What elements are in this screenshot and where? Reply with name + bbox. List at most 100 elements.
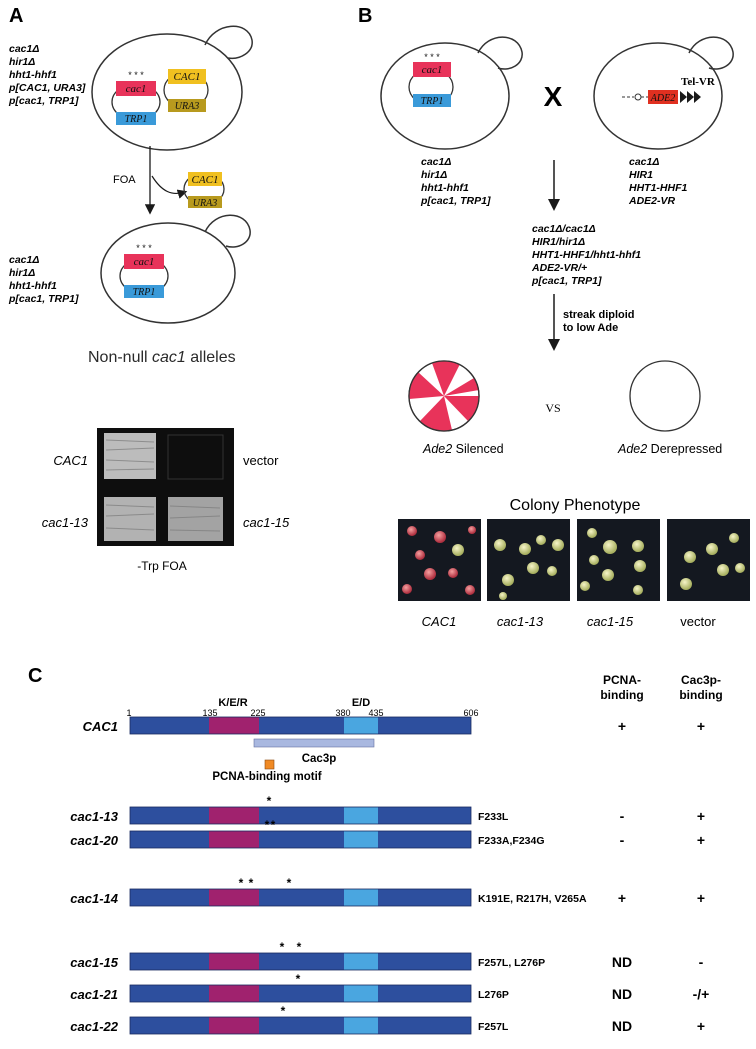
mutation-list: L276P	[478, 989, 509, 1001]
ker-domain	[209, 889, 259, 906]
allele-name: CAC1	[83, 719, 118, 734]
cac3p-bar	[253, 738, 375, 748]
plasmid-cac1-trp1-a1: cac1 * * * TRP1	[111, 70, 161, 125]
svg-text:p[cac1, TRP1]: p[cac1, TRP1]	[8, 293, 79, 305]
mutation-star: *	[296, 972, 301, 986]
svg-text:p[cac1, TRP1]: p[cac1, TRP1]	[420, 195, 491, 207]
cac3-binding-value: +	[697, 718, 705, 734]
pcna-motif-label: PCNA-binding motif	[212, 771, 321, 783]
protein-bar	[130, 953, 471, 970]
svg-text:binding: binding	[600, 688, 643, 702]
colony-photo-cac1-15	[577, 519, 660, 601]
ed-domain	[344, 889, 378, 906]
pcna-motif-box	[264, 759, 275, 770]
ker-domain	[209, 1017, 259, 1034]
svg-text:HHT1-HHF1/hht1-hhf1: HHT1-HHF1/hht1-hhf1	[532, 249, 641, 261]
protein-bar	[130, 717, 471, 734]
pcna-binding-value: -	[620, 808, 625, 824]
panel-a-label: A	[9, 5, 23, 27]
plate-label-br: cac1-15	[243, 515, 290, 530]
svg-text:URA3: URA3	[193, 198, 217, 209]
colony-photo-CAC1	[398, 519, 481, 601]
plate-label-tl: CAC1	[53, 453, 88, 468]
allele-name: cac1-13	[70, 809, 118, 824]
mutation-star: *	[271, 818, 276, 832]
svg-text:TRP1: TRP1	[125, 114, 148, 125]
curl-arrow	[151, 175, 188, 199]
colony-phenotype-title: Colony Phenotype	[510, 497, 641, 514]
allele-name: cac1-20	[70, 833, 118, 848]
mutation-star: *	[267, 794, 272, 808]
tel-vr-label: Tel-VR	[681, 76, 716, 88]
cac3-binding-value: +	[697, 808, 705, 824]
svg-text:binding: binding	[679, 688, 722, 702]
lost-plasmid: CAC1 URA3	[183, 172, 225, 209]
silenced-label: Ade2 Silenced	[422, 442, 504, 456]
ker-domain	[209, 831, 259, 848]
protein-bar-outline	[129, 888, 472, 907]
svg-text:hir1Δ: hir1Δ	[421, 169, 447, 181]
svg-text:hir1Δ: hir1Δ	[9, 267, 35, 279]
ker-label: K/E/R	[218, 697, 247, 709]
ed-label: E/D	[352, 697, 370, 709]
derepressed-colony	[629, 360, 701, 432]
ed-domain	[344, 1017, 378, 1034]
streak-label-1: streak diploid	[563, 309, 635, 321]
panel-b-label: B	[358, 5, 372, 27]
plasmid-cac1-trp1-a2: cac1 * * * TRP1	[119, 243, 169, 298]
cac3p-label: Cac3p	[302, 753, 337, 765]
cac3-binding-value: +	[697, 832, 705, 848]
mutation-star: *	[239, 876, 244, 890]
svg-text:PCNA-: PCNA-	[603, 673, 641, 687]
derepressed-label: Ade2 Derepressed	[617, 442, 722, 456]
allele-name: cac1-14	[70, 891, 118, 906]
mutation-star: *	[287, 876, 292, 890]
svg-text:hht1-hhf1: hht1-hhf1	[9, 69, 57, 81]
ker-domain	[209, 985, 259, 1002]
panel-c-label: C	[28, 665, 42, 687]
position-ticks: 1 135 225 380 435 606	[126, 708, 478, 718]
cell-a2	[100, 214, 251, 324]
colony-label-2: cac1-15	[587, 614, 634, 629]
ker-domain	[209, 807, 259, 824]
svg-text:ADE2-VR: ADE2-VR	[628, 195, 676, 207]
svg-text:135: 135	[202, 708, 217, 718]
colony-label-0: CAC1	[422, 614, 457, 629]
mutation-list: K191E, R217H, V265A	[478, 893, 587, 905]
svg-text:380: 380	[335, 708, 350, 718]
mutation-list: F233A,F234G	[478, 835, 545, 847]
protein-bar-outline	[129, 984, 472, 1003]
svg-text:cac1Δ: cac1Δ	[629, 156, 659, 168]
svg-text:hir1Δ: hir1Δ	[9, 56, 35, 68]
diploid-genotype: cac1Δ/cac1Δ HIR1/hir1Δ HHT1-HHF1/hht1-hh…	[531, 223, 641, 287]
foa-label: FOA	[113, 174, 136, 186]
svg-text:hht1-hhf1: hht1-hhf1	[9, 280, 57, 292]
mutation-star: *	[281, 1004, 286, 1018]
svg-text:cac1: cac1	[422, 64, 443, 76]
ed-domain	[344, 807, 378, 824]
allele-name: cac1-15	[70, 955, 118, 970]
mutation-list: F257L, L276P	[478, 957, 545, 969]
col-headers: PCNA- binding Cac3p- binding	[600, 673, 722, 702]
svg-text:hht1-hhf1: hht1-hhf1	[421, 182, 469, 194]
ed-domain	[344, 985, 378, 1002]
protein-bar	[130, 985, 471, 1002]
ed-domain	[344, 831, 378, 848]
allele-name: cac1-22	[70, 1019, 118, 1034]
svg-text:cac1Δ: cac1Δ	[9, 254, 39, 266]
protein-bar	[130, 807, 471, 824]
protein-bar-outline	[129, 952, 472, 971]
svg-text:TRP1: TRP1	[421, 96, 444, 107]
svg-text:* * *: * * *	[424, 52, 440, 62]
allele-name: cac1-21	[70, 987, 118, 1002]
cell-a1	[91, 25, 253, 151]
plasmid-CAC1-ura3-a1: CAC1 URA3	[163, 69, 209, 112]
svg-text:cac1Δ: cac1Δ	[421, 156, 451, 168]
cross-symbol: X	[544, 81, 563, 112]
svg-text:HHT1-HHF1: HHT1-HHF1	[629, 182, 687, 194]
ed-domain	[344, 717, 378, 734]
svg-text:HIR1/hir1Δ: HIR1/hir1Δ	[532, 236, 585, 248]
genotype-b2: cac1Δ HIR1 HHT1-HHF1 ADE2-VR	[628, 156, 687, 207]
svg-text:1: 1	[126, 708, 131, 718]
